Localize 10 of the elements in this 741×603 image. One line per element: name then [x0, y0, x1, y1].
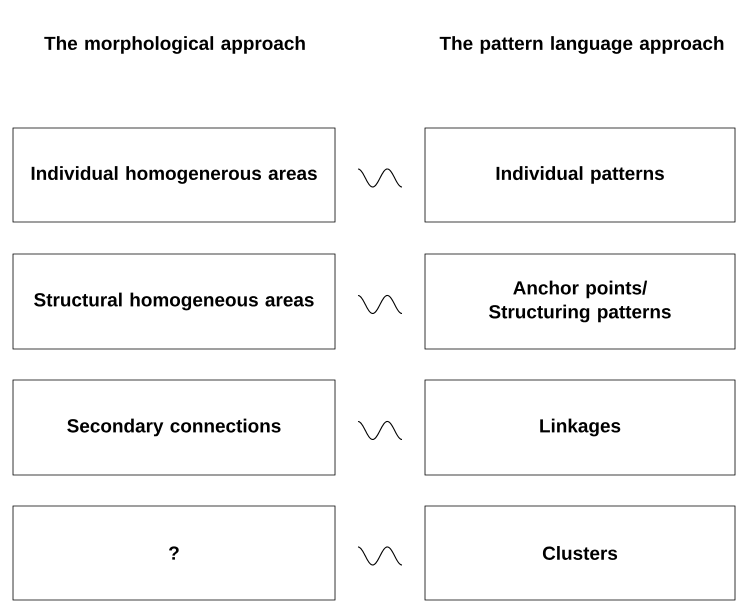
- column-heading: The pattern language approach: [440, 36, 724, 54]
- text-box: Secondary connections: [12, 380, 336, 476]
- text-box: Structural homogeneous areas: [12, 254, 336, 350]
- text-box: Anchor points/ Structuring patterns: [424, 254, 736, 350]
- text-box: Linkages: [424, 380, 736, 476]
- text-box: Individual patterns: [424, 128, 736, 222]
- column-heading: The morphological approach: [44, 36, 305, 54]
- text-box: ?: [12, 506, 336, 600]
- text-box: Individual homogenerous areas: [12, 128, 336, 222]
- text-box: Clusters: [424, 506, 736, 600]
